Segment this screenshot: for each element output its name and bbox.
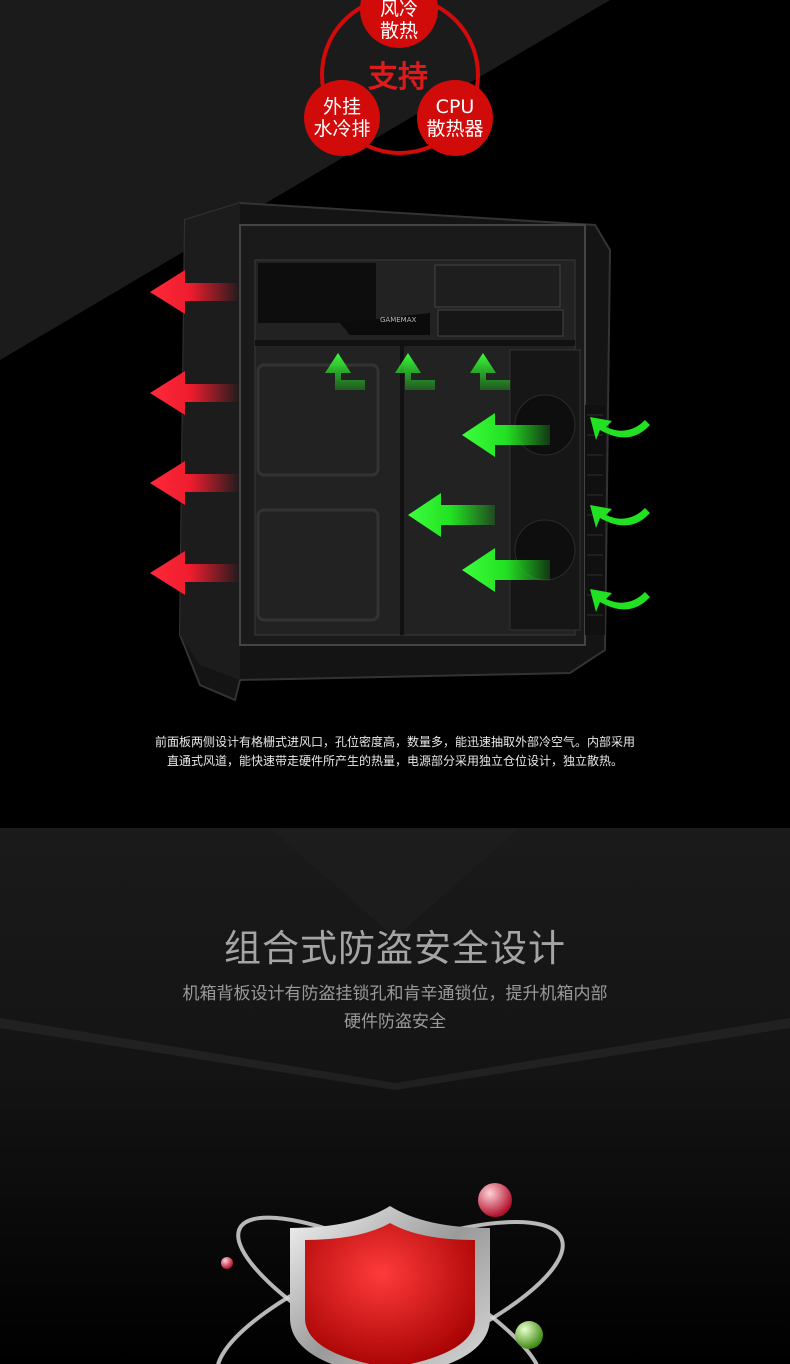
intake-arrow-icon (325, 353, 650, 612)
badge-cpu-cooler-label: CPU 散热器 (426, 96, 484, 140)
badge-water-cooling-label: 外挂 水冷排 (313, 96, 371, 140)
airflow-description: 前面板两侧设计有格栅式进风口，孔位密度高，数量多，能迅速抽取外部冷空气。内部采用… (140, 733, 650, 771)
security-section: 组合式防盗安全设计 机箱背板设计有防盗挂锁孔和肯辛通锁位，提升机箱内部 硬件防盗… (0, 828, 790, 1364)
airflow-description-line1: 前面板两侧设计有格栅式进风口，孔位密度高，数量多，能迅速抽取外部冷空气。内部采用 (154, 735, 635, 749)
exhaust-arrow-icon (150, 270, 240, 595)
airflow-description-line2: 直通式风道，能快速带走硬件所产生的热量，电源部分采用独立仓位设计，独立散热。 (166, 754, 623, 768)
security-description: 机箱背板设计有防盗挂锁孔和肯辛通锁位，提升机箱内部 硬件防盗安全 (145, 980, 645, 1036)
brand-logo: GAMEMAX (380, 316, 417, 324)
badge-cpu-cooler: CPU 散热器 (417, 80, 493, 156)
security-description-line2: 硬件防盗安全 (344, 1012, 446, 1032)
badge-air-cooling-label: 风冷 散热 (379, 0, 418, 42)
badge-water-cooling: 外挂 水冷排 (304, 80, 380, 156)
pc-case-illustration: GAMEMAX (150, 201, 650, 702)
airflow-section: 风冷 散热 支持 外挂 水冷排 CPU 散热器 (0, 0, 650, 771)
security-title: 组合式防盗安全设计 (224, 927, 566, 970)
shield-icon (215, 1183, 565, 1364)
support-ring (320, 0, 480, 155)
support-label: 支持 (368, 60, 428, 95)
security-description-line1: 机箱背板设计有防盗挂锁孔和肯辛通锁位，提升机箱内部 (182, 984, 608, 1004)
